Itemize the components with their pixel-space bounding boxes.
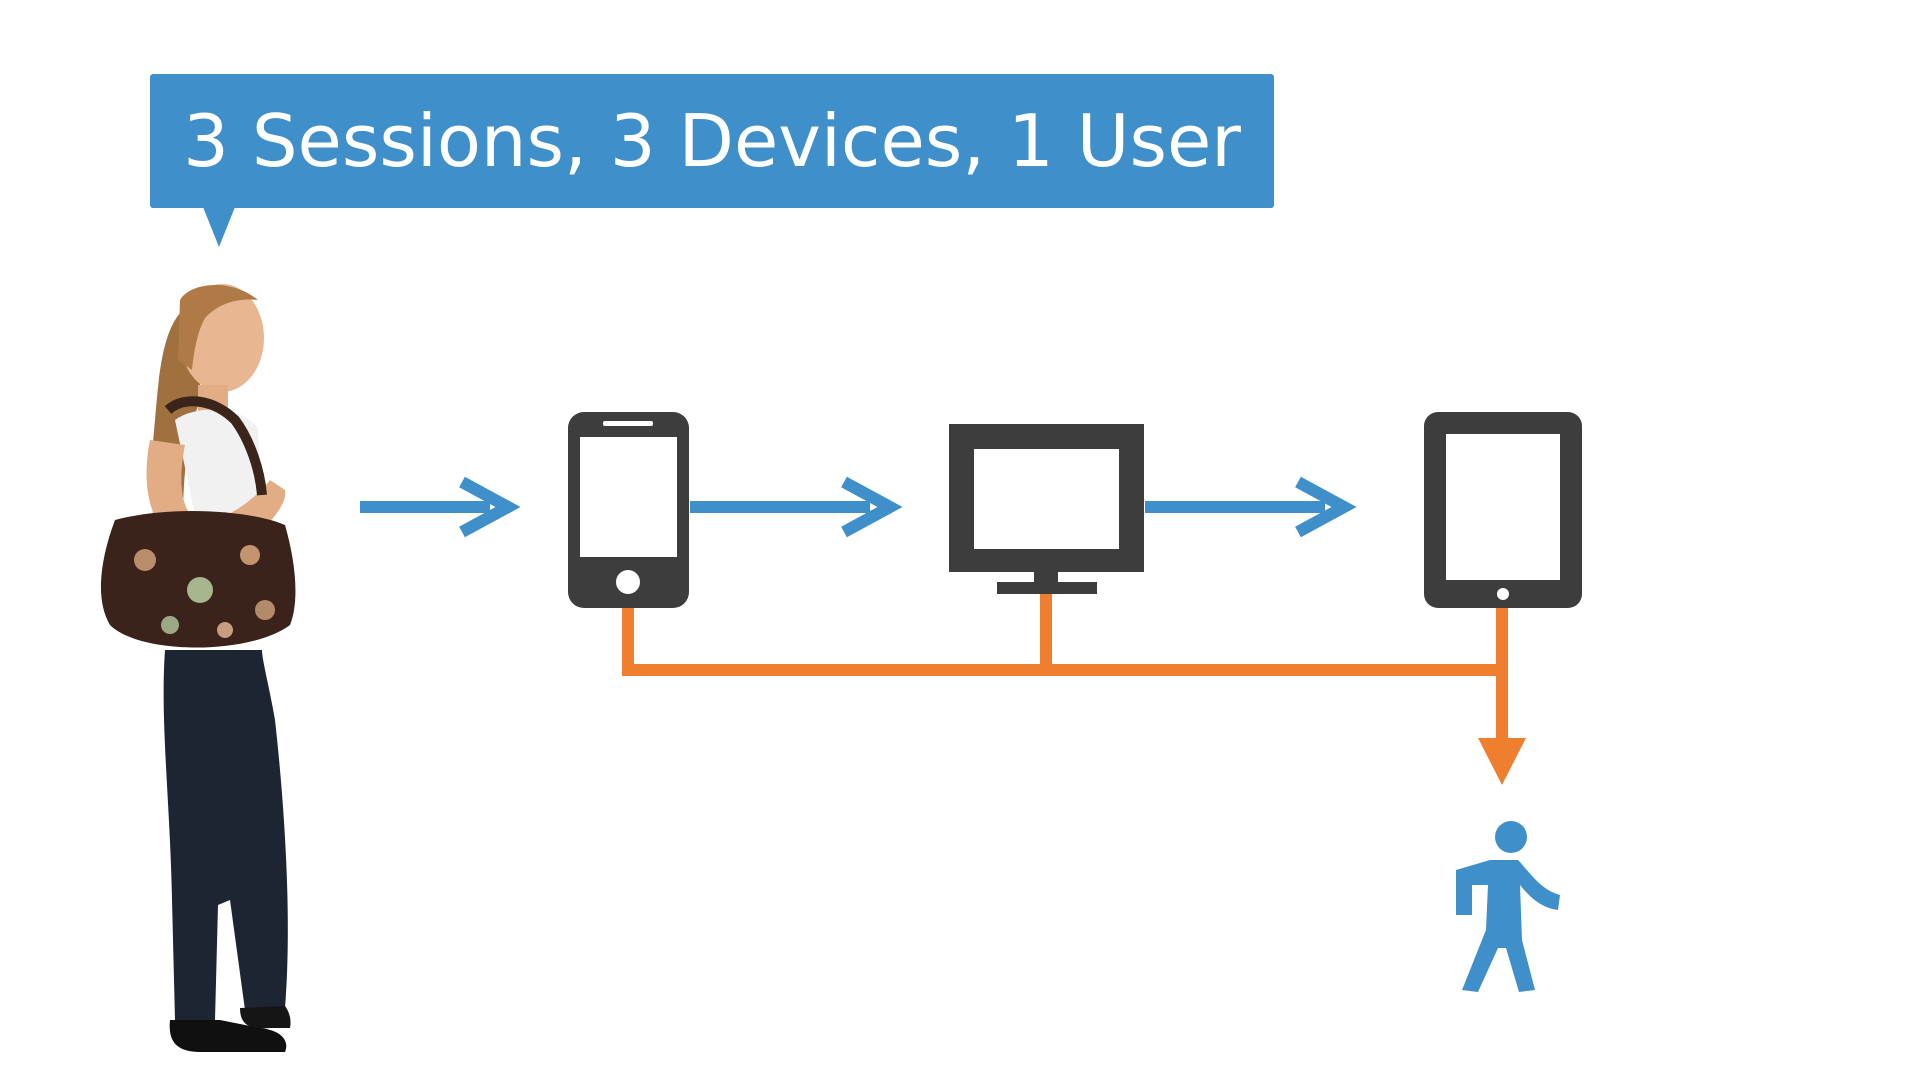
callout-title: 3 Sessions, 3 Devices, 1 User [183,99,1241,183]
woman-shirt [175,409,262,515]
bag-flower [240,545,260,565]
smartphone-icon [568,412,689,608]
user-link-connector [622,590,1526,785]
woman-shoe [240,1006,291,1029]
orange-arrowhead [1478,738,1526,785]
woman-with-bag-photo [100,284,296,1052]
title-callout: 3 Sessions, 3 Devices, 1 User [150,74,1274,208]
tablet-icon [1424,412,1582,608]
desktop-monitor-icon [949,424,1144,594]
woman-hair-top [178,284,258,370]
session-arrow-1 [360,476,521,538]
walking-person-icon [1456,821,1560,992]
session-arrow-2 [690,476,903,538]
woman-jeans [163,650,288,1020]
bag-flower [161,616,179,634]
bag-flower [187,577,213,603]
bag-flower [134,549,156,571]
bag-flower [217,622,233,638]
bag-strap [164,396,267,496]
session-arrow-3 [1145,476,1357,538]
callout-tail [203,207,235,247]
bag-flower [255,600,275,620]
